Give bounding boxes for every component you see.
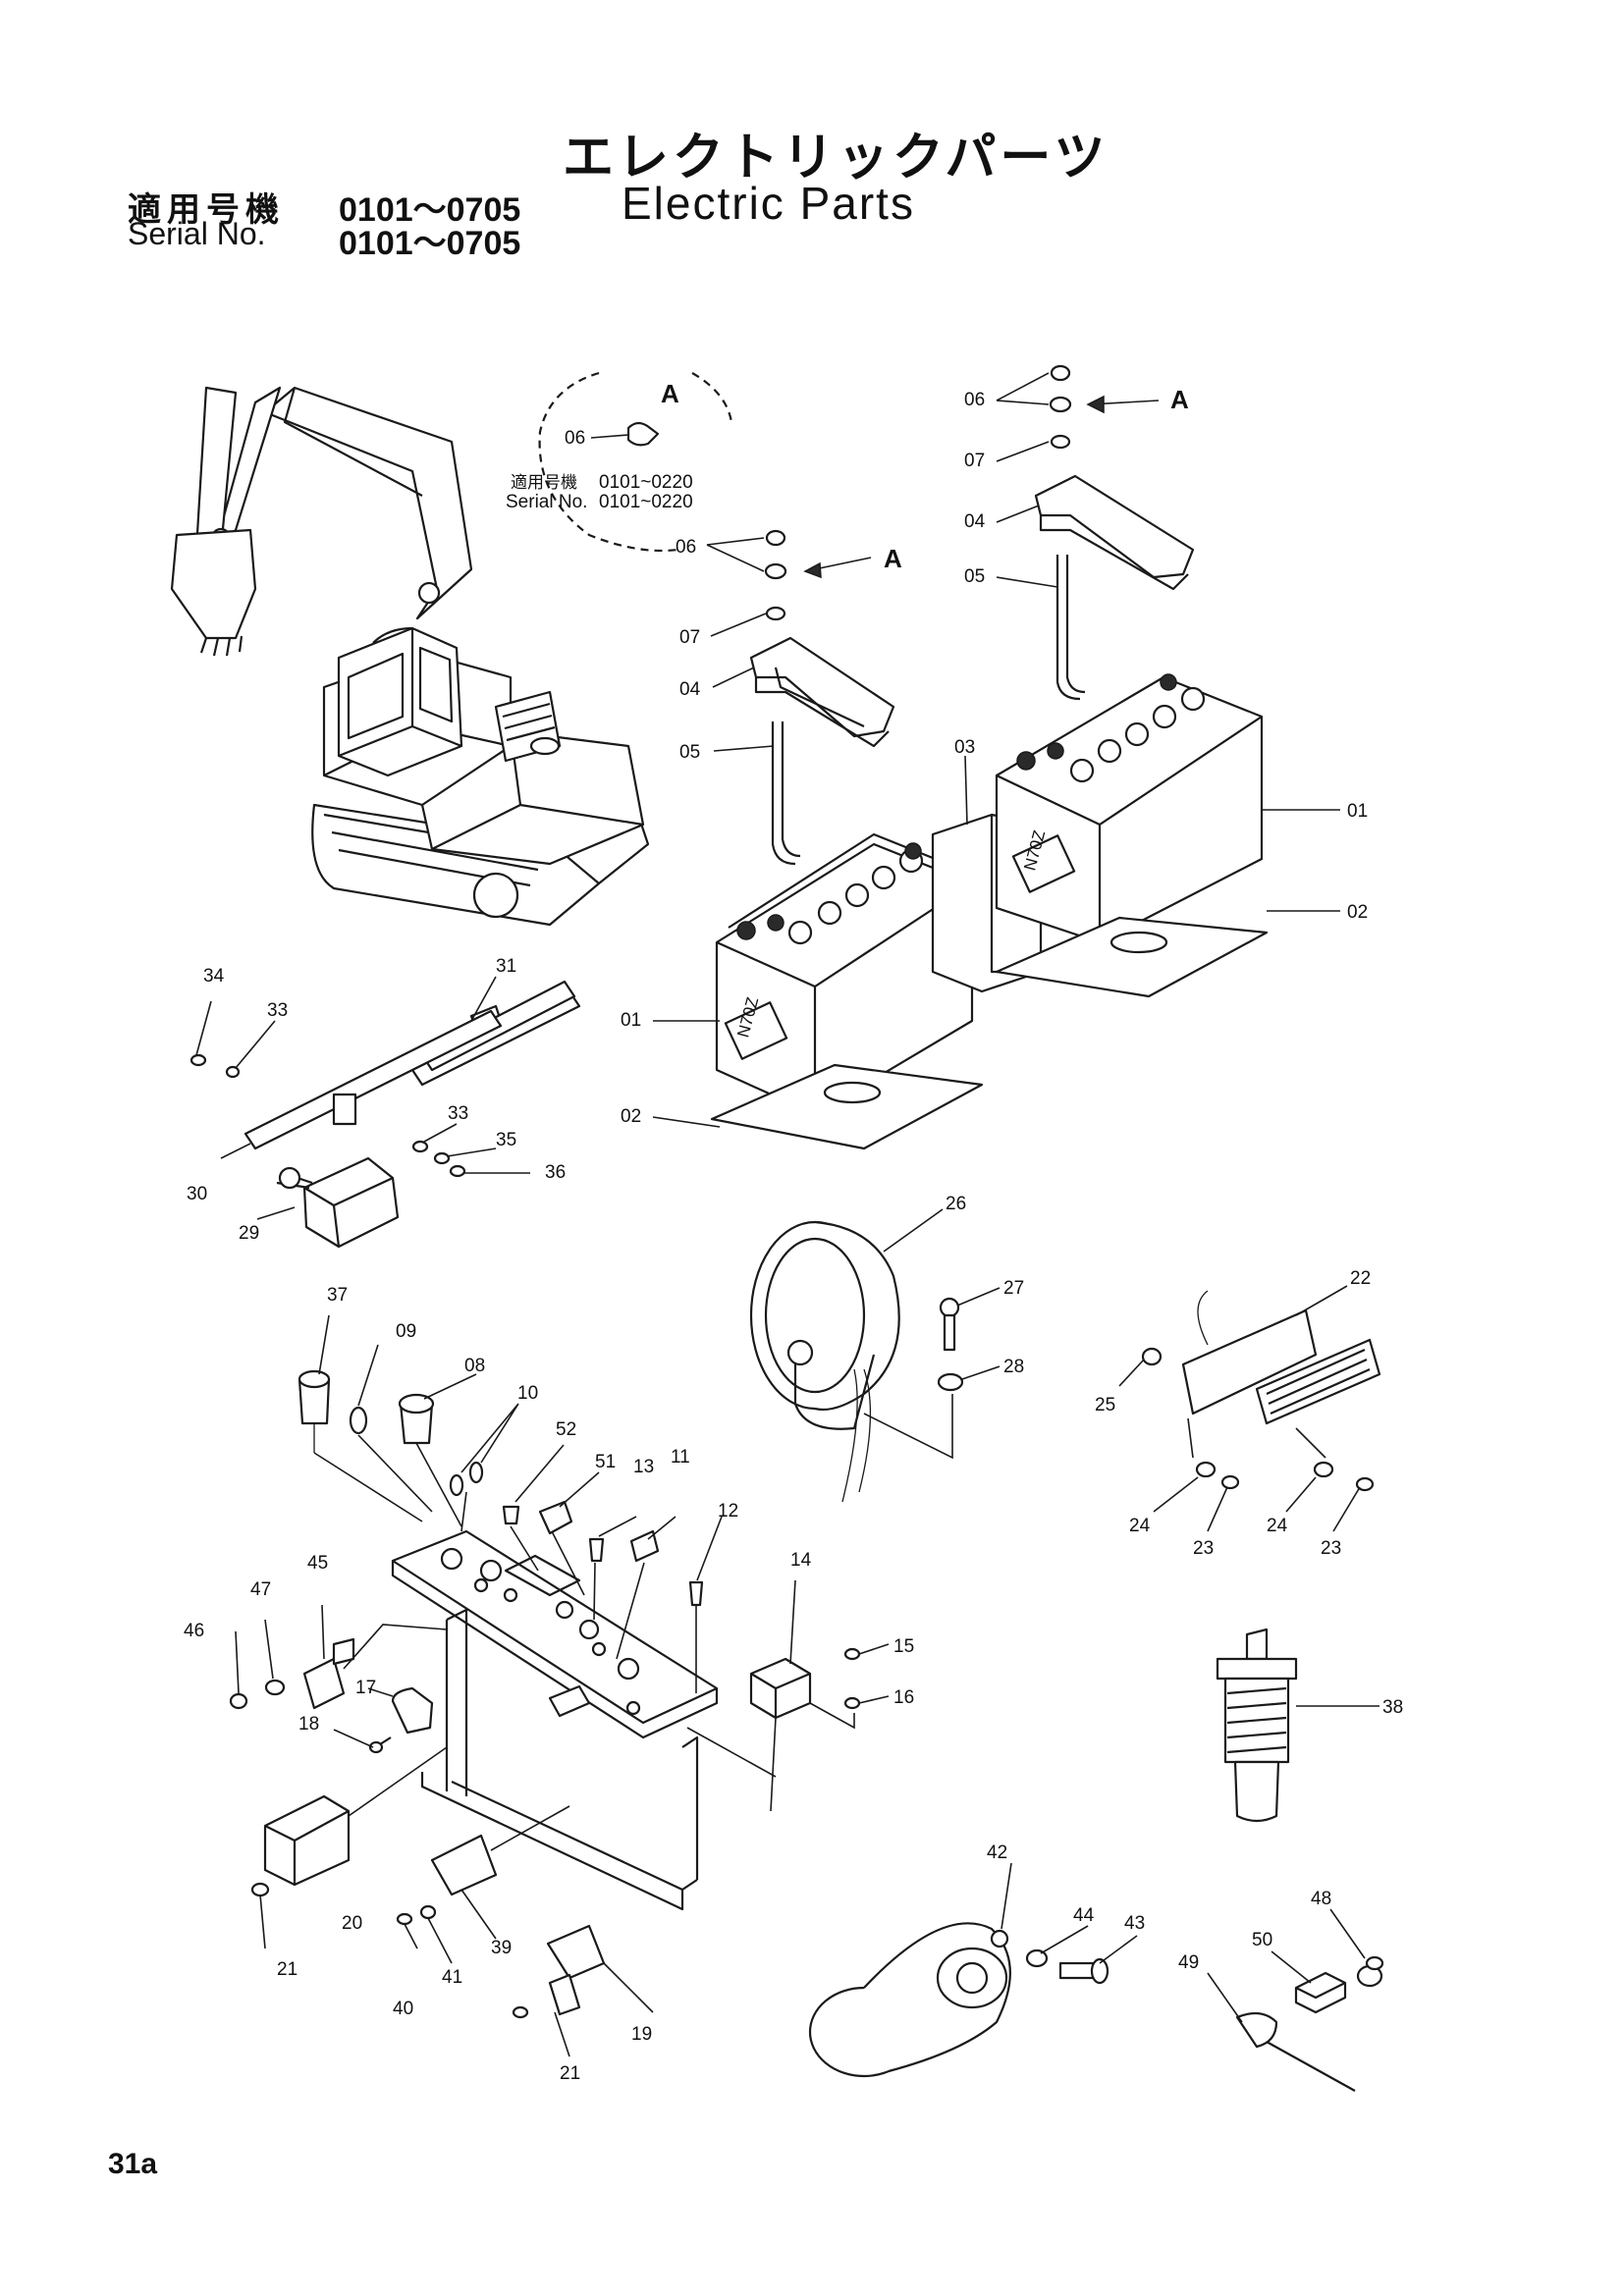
- page-title-japanese: エレクトリックパーツ: [563, 130, 1109, 187]
- callout-31: 31: [496, 956, 516, 977]
- callout-10: 10: [517, 1383, 538, 1404]
- callout-14: 14: [790, 1550, 812, 1571]
- callout-38: 38: [1382, 1697, 1403, 1718]
- callout-15: 15: [893, 1636, 914, 1657]
- arrow-a-center: A: [884, 544, 902, 573]
- callout-21-bottom: 21: [560, 2063, 580, 2084]
- detail-a-callout: A 06 適用号機 0101~0220 Serial No. 0101~0220: [506, 371, 733, 553]
- detail-a-serial-en-range: 0101~0220: [599, 492, 693, 512]
- callout-28: 28: [1003, 1357, 1024, 1377]
- wing-nut-icon: [626, 421, 660, 447]
- callout-26: 26: [946, 1194, 966, 1214]
- callout-25: 25: [1095, 1395, 1115, 1415]
- callout-29: 29: [239, 1223, 259, 1244]
- callout-52: 52: [556, 1419, 576, 1440]
- callout-18: 18: [298, 1714, 319, 1735]
- callout-37: 37: [327, 1285, 348, 1306]
- callout-07-right: 07: [964, 451, 985, 471]
- tail-lamp: [1141, 1290, 1381, 1492]
- callout-09: 09: [396, 1321, 416, 1342]
- battery-holder-right: [1034, 364, 1195, 701]
- callout-47: 47: [250, 1579, 271, 1600]
- temperature-sender: [1216, 1628, 1298, 1823]
- serial-label-english: Serial No.: [128, 216, 266, 251]
- callout-51: 51: [595, 1452, 616, 1472]
- detail-a-serial-jp-label: 適用号機: [511, 473, 577, 492]
- direction-arrows: A A: [803, 385, 1189, 579]
- work-lamp: [749, 1220, 964, 1503]
- callout-16: 16: [893, 1687, 914, 1708]
- callout-48: 48: [1311, 1889, 1331, 1909]
- serial-range-japanese: 0101～0705: [339, 191, 521, 229]
- callout-22: 22: [1350, 1268, 1371, 1289]
- callout-45: 45: [307, 1553, 328, 1574]
- callout-20: 20: [342, 1913, 362, 1934]
- callout-35: 35: [496, 1130, 516, 1150]
- page-number: 31a: [108, 2148, 158, 2180]
- callout-05-right: 05: [964, 566, 985, 587]
- callout-11: 11: [671, 1447, 690, 1468]
- callout-19: 19: [631, 2024, 652, 2045]
- callout-50: 50: [1252, 1930, 1272, 1950]
- callout-30: 30: [187, 1184, 207, 1204]
- serial-range-english: 0101～0705: [339, 225, 521, 262]
- callout-33-bottom: 33: [448, 1103, 468, 1124]
- callout-01-left: 01: [621, 1010, 641, 1031]
- callout-27: 27: [1003, 1278, 1024, 1299]
- callout-24-right: 24: [1267, 1516, 1288, 1536]
- leader-lines: [195, 372, 1380, 2057]
- callout-39: 39: [491, 1938, 512, 1958]
- instrument-panel: [298, 1369, 719, 1911]
- callout-08: 08: [464, 1356, 485, 1376]
- callout-41: 41: [442, 1967, 462, 1988]
- callout-44: 44: [1073, 1905, 1095, 1926]
- callout-23-right: 23: [1321, 1538, 1341, 1559]
- callout-03: 03: [954, 737, 975, 758]
- callout-40: 40: [393, 1999, 413, 2019]
- callout-34: 34: [203, 966, 225, 987]
- callout-02-left: 02: [621, 1106, 641, 1127]
- detail-a-serial-en-label: Serial No.: [506, 492, 587, 512]
- detail-a-part-06: 06: [565, 428, 585, 449]
- battery-back: N70Z: [931, 673, 1269, 998]
- arrow-a-right: A: [1170, 385, 1189, 414]
- excavator-illustration: [170, 386, 650, 927]
- callout-02-right: 02: [1347, 902, 1368, 923]
- detail-a-serial-jp-range: 0101~0220: [599, 472, 693, 493]
- callout-17: 17: [355, 1678, 376, 1698]
- callout-06-center: 06: [676, 537, 696, 558]
- pressure-sensor: [1235, 1955, 1384, 2092]
- callout-23-left: 23: [1193, 1538, 1214, 1559]
- callout-42: 42: [987, 1842, 1007, 1863]
- page-title-english: Electric Parts: [622, 178, 915, 229]
- serial-label-japanese: 適用号機: [128, 191, 285, 229]
- callout-06-right: 06: [964, 390, 985, 410]
- battery-holder-center: [749, 529, 895, 866]
- callout-04-center: 04: [679, 679, 701, 700]
- wiper-motor-assembly: [189, 980, 581, 1249]
- callout-43: 43: [1124, 1913, 1145, 1934]
- horn: [808, 1922, 1109, 2078]
- callout-49: 49: [1178, 1952, 1199, 1973]
- detail-a-letter: A: [661, 379, 679, 408]
- callout-21-left: 21: [277, 1959, 298, 1980]
- callout-12: 12: [718, 1501, 738, 1522]
- callout-05-center: 05: [679, 742, 700, 763]
- relay-components: [229, 1624, 606, 2019]
- callout-04-right: 04: [964, 511, 986, 532]
- callout-36: 36: [545, 1162, 566, 1183]
- callout-46: 46: [184, 1621, 204, 1641]
- callout-01-right: 01: [1347, 801, 1368, 822]
- callout-13: 13: [633, 1457, 654, 1477]
- callout-07-center: 07: [679, 627, 700, 648]
- junction-box: [686, 1647, 861, 1812]
- callout-labels: 06 07 04 05 06 07 04 05 03 01 02 01 02 2…: [184, 390, 1403, 2084]
- callout-24-left: 24: [1129, 1516, 1151, 1536]
- callout-33-top: 33: [267, 1000, 288, 1021]
- battery-front: N70Z: [710, 832, 984, 1150]
